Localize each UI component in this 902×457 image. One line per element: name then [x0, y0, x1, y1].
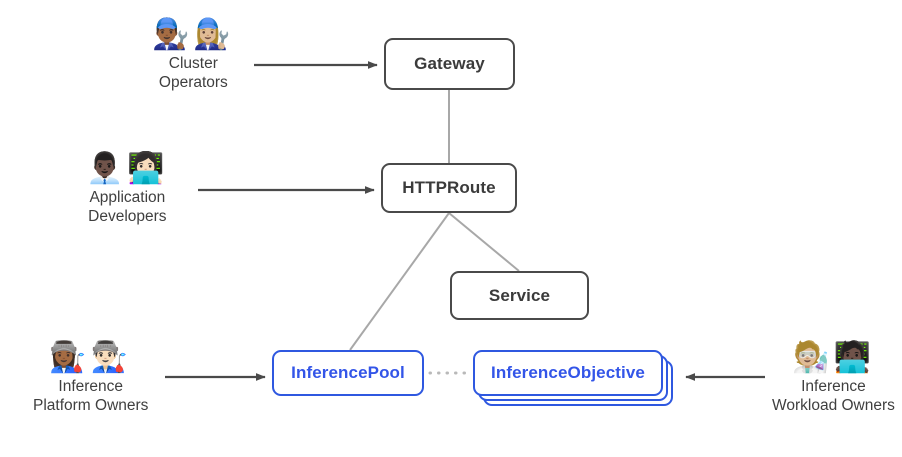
connector-httproute-to-service [448, 212, 520, 272]
cluster-operators-emoji: 👨🏾‍🔧👩🏼‍🔧 [152, 17, 235, 52]
application-developers-label: Application Developers [88, 188, 166, 226]
node-inferenceobjective[interactable]: InferenceObjective [473, 350, 663, 396]
application-developers-label-line1: Application [89, 189, 166, 206]
persona-application-developers: 👨🏿‍💼👩🏻‍💻 Application Developers [86, 152, 169, 226]
inference-workload-owners-label-line2: Workload Owners [772, 397, 895, 414]
node-httproute-label: HTTPRoute [402, 178, 496, 197]
inference-workload-owners-emoji: 🧑🏼‍🔬🧑🏿‍💻 [792, 340, 875, 375]
node-gateway[interactable]: Gateway [384, 38, 515, 90]
node-service[interactable]: Service [450, 271, 589, 320]
inference-platform-owners-label-line2: Platform Owners [33, 397, 149, 414]
persona-inference-platform-owners: 👩🏾‍🏭👨🏻‍🏭 Inference Platform Owners [33, 341, 148, 415]
node-gateway-label: Gateway [414, 54, 485, 73]
persona-cluster-operators: 👨🏾‍🔧👩🏼‍🔧 Cluster Operators [152, 18, 235, 92]
node-inferencepool[interactable]: InferencePool [272, 350, 424, 396]
node-inferencepool-label: InferencePool [291, 363, 405, 382]
application-developers-emoji: 👨🏿‍💼👩🏻‍💻 [86, 151, 169, 186]
node-inferenceobjective-label: InferenceObjective [491, 363, 645, 382]
node-httproute[interactable]: HTTPRoute [381, 163, 517, 213]
node-service-label: Service [488, 285, 551, 305]
cluster-operators-label-line1: Cluster [168, 55, 218, 72]
inference-platform-owners-label: Inference Platform Owners [33, 377, 148, 415]
inference-platform-owners-label-line1: Inference [58, 378, 124, 395]
application-developers-label-line2: Developers [88, 208, 167, 225]
inference-platform-owners-emoji: 👩🏾‍🏭👨🏻‍🏭 [49, 340, 133, 375]
persona-inference-workload-owners: 🧑🏼‍🔬🧑🏿‍💻 Inference Workload Owners [772, 341, 895, 415]
inference-workload-owners-label: Inference Workload Owners [772, 377, 895, 415]
inference-workload-owners-label-line1: Inference [801, 378, 866, 395]
connector-httproute-to-inferencepool [349, 212, 450, 351]
cluster-operators-label-line2: Operators [158, 74, 228, 91]
cluster-operators-label: Cluster Operators [159, 54, 228, 92]
